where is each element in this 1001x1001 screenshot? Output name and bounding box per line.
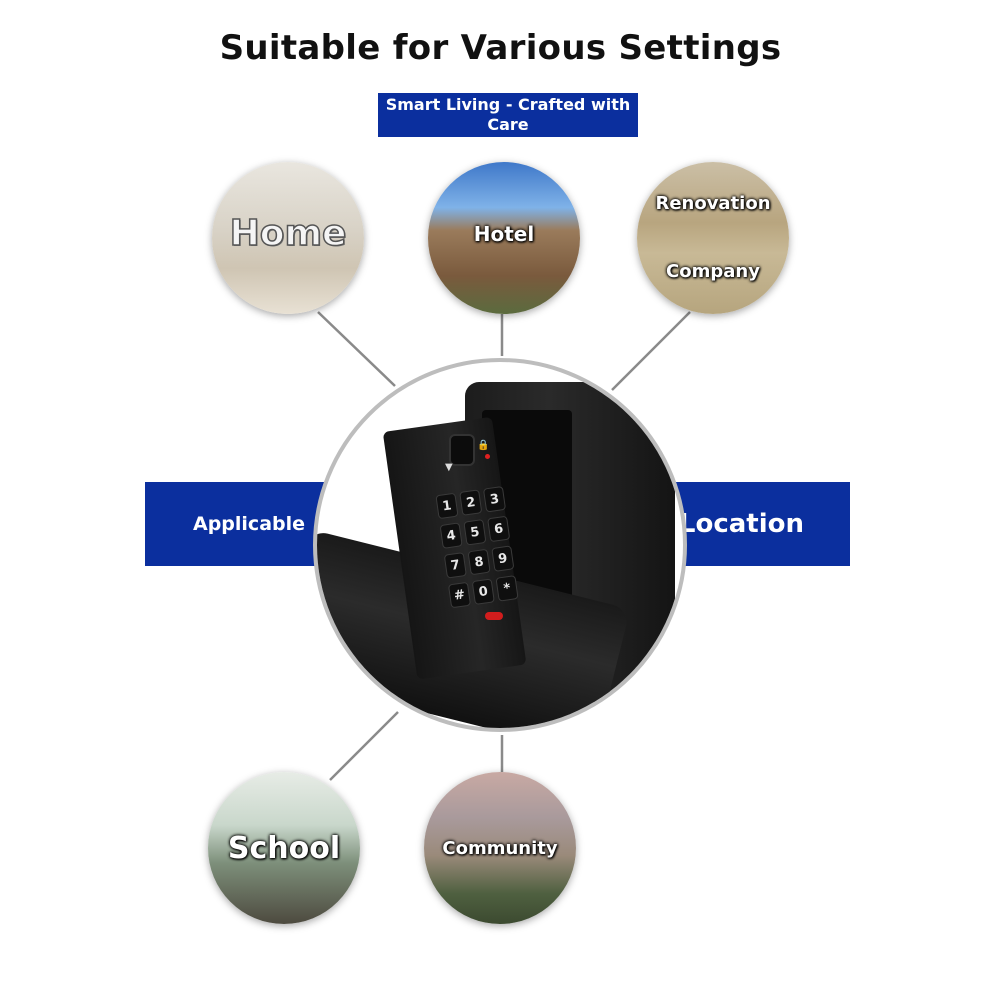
key-star: * <box>495 575 519 602</box>
lockbox-knob <box>449 434 475 466</box>
product-circle: 🔒 ▼ 1 2 3 4 5 6 7 8 9 # 0 * <box>313 358 687 732</box>
school-label: School <box>227 830 341 866</box>
key-6: 6 <box>487 515 511 543</box>
school-bubble: School <box>208 772 360 924</box>
key-hash: # <box>447 581 472 609</box>
community-bubble: Community <box>424 772 576 924</box>
subtitle-banner: Smart Living - Crafted with Care <box>378 93 638 137</box>
lock-icon: 🔒 <box>477 440 490 451</box>
connector-school <box>329 711 399 781</box>
renovation-company-bubble: Renovation Company <box>637 162 789 314</box>
key-2: 2 <box>459 489 483 516</box>
key-4: 4 <box>439 522 463 549</box>
community-label: Community <box>442 837 558 859</box>
key-5: 5 <box>463 519 487 546</box>
arrow-down-icon: ▼ <box>445 462 453 473</box>
hotel-label: Hotel <box>473 222 535 246</box>
key-9: 9 <box>491 545 515 572</box>
renovation-label-line1: Renovation <box>655 193 771 214</box>
key-8: 8 <box>467 548 491 576</box>
key-1: 1 <box>435 492 459 520</box>
school-photo <box>208 772 360 924</box>
home-bubble: Home <box>212 162 364 314</box>
renovation-label-line2: Company <box>666 261 760 282</box>
connector-renovation <box>611 311 691 391</box>
key-0: 0 <box>471 578 495 605</box>
renovation-company-label: Renovation Company <box>655 170 770 306</box>
status-led <box>485 454 490 459</box>
home-label: Home <box>229 212 347 255</box>
renovation-company-photo <box>637 162 789 314</box>
hotel-bubble: Hotel <box>428 162 580 314</box>
red-button <box>485 612 503 620</box>
page-title: Suitable for Various Settings <box>219 28 782 68</box>
key-7: 7 <box>443 552 467 579</box>
key-3: 3 <box>482 485 507 513</box>
hotel-photo <box>428 162 580 314</box>
connector-home <box>317 311 396 387</box>
community-photo <box>424 772 576 924</box>
home-photo <box>212 162 364 314</box>
